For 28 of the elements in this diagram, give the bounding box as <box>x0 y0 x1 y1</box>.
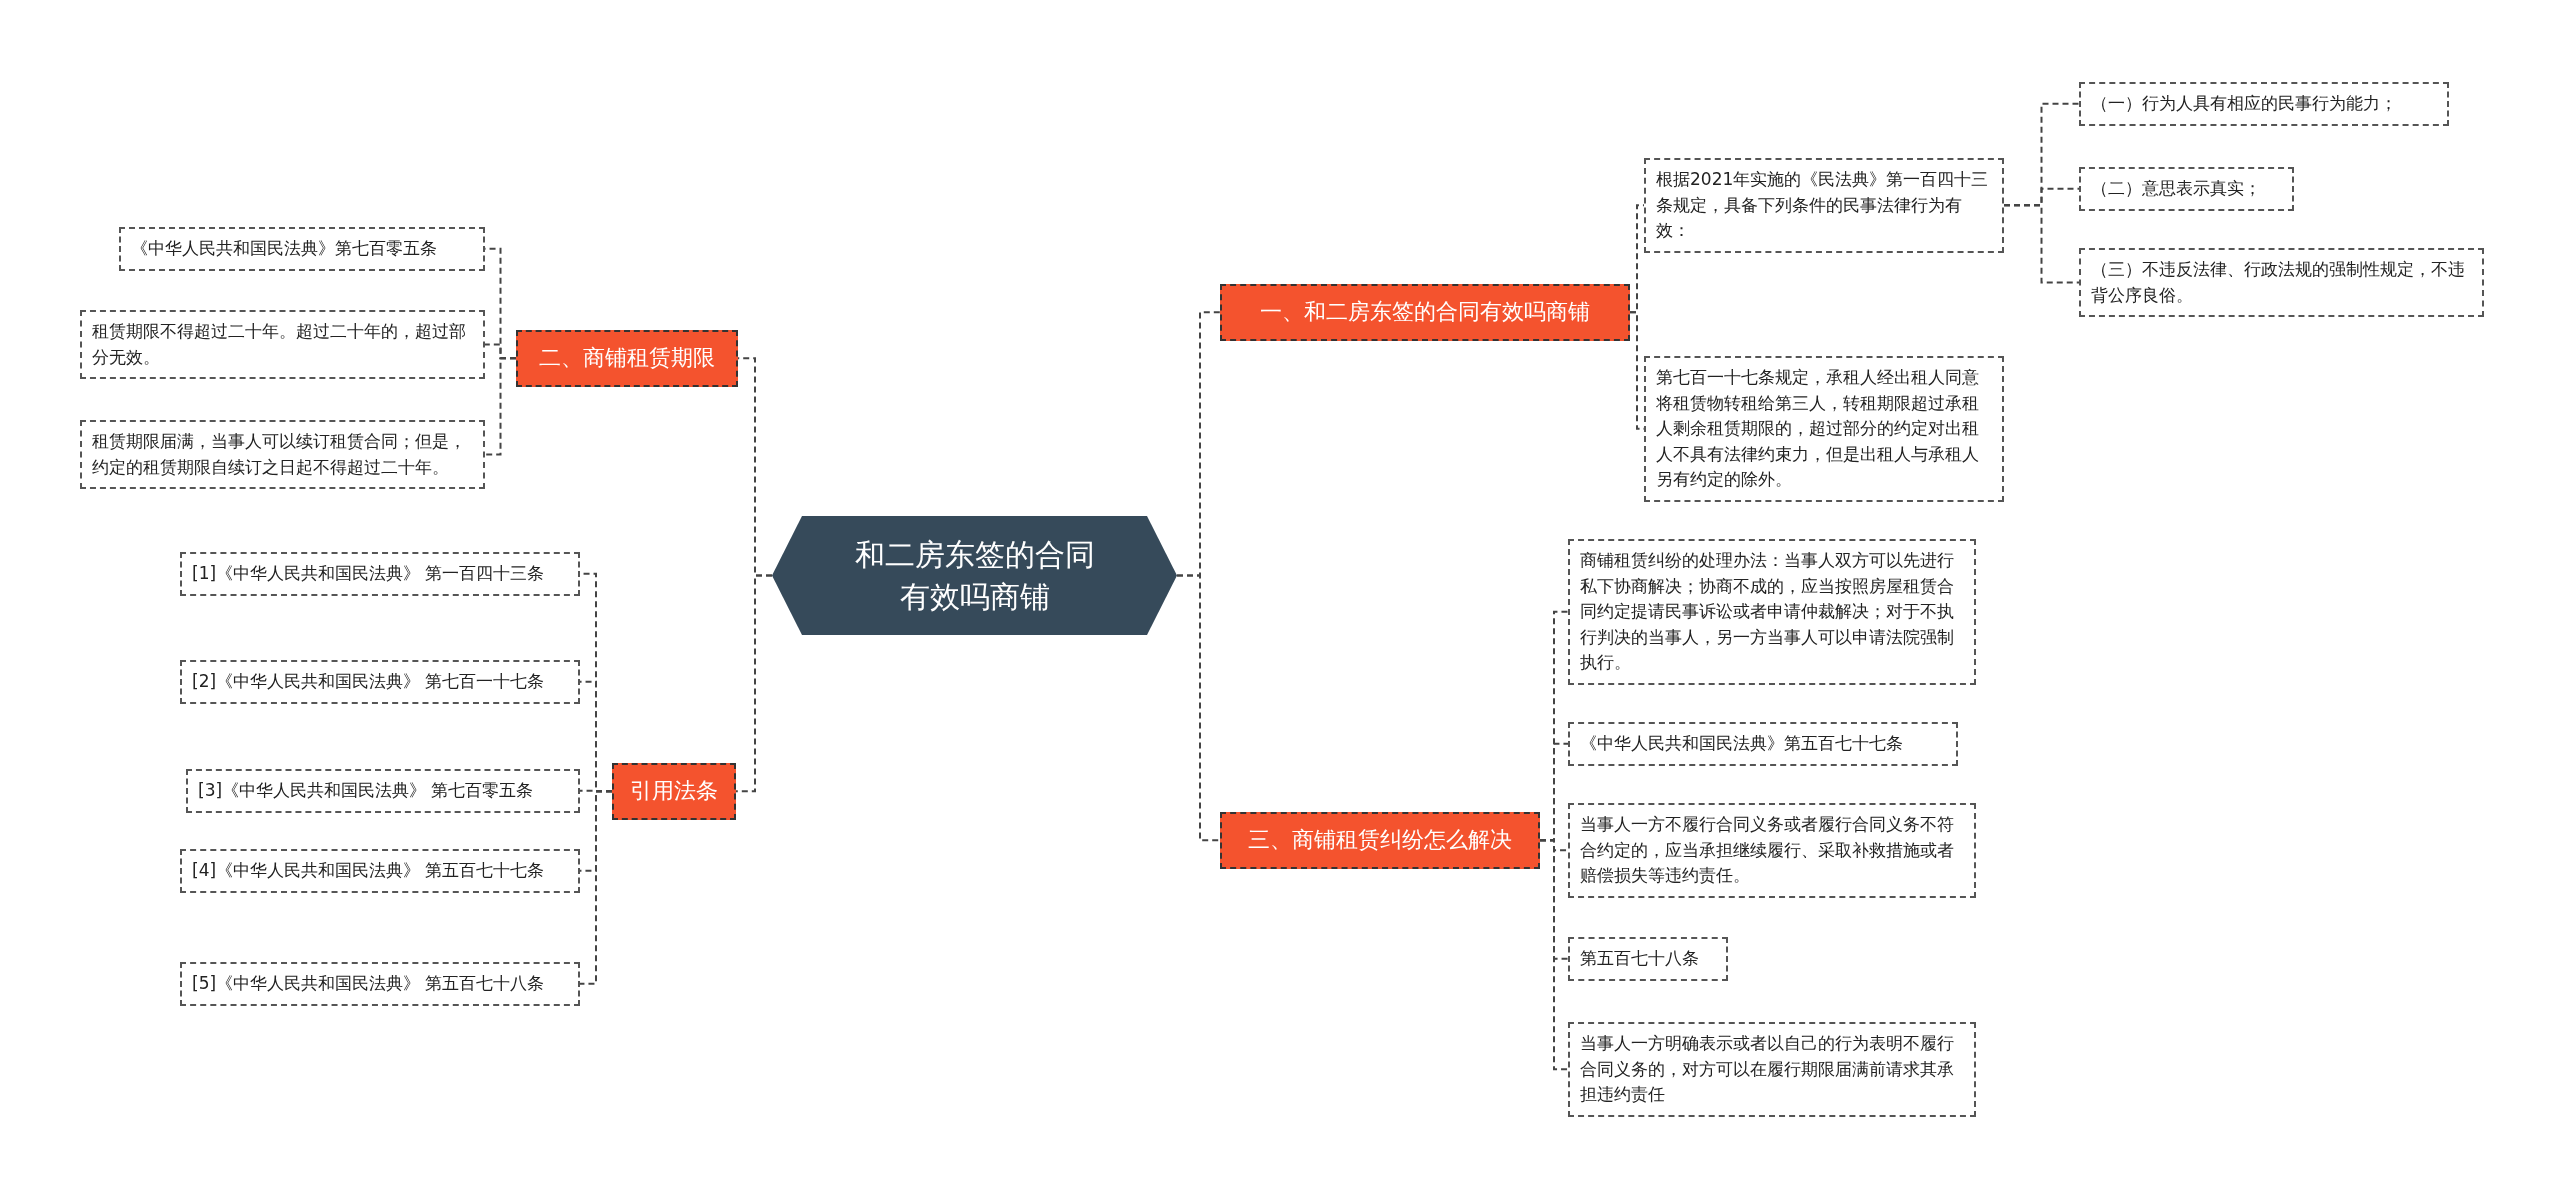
branch-topic-box: 三、商铺租赁纠纷怎么解决 <box>1220 812 1540 869</box>
topic-box: （三）不违反法律、行政法规的强制性规定，不违背公序良俗。 <box>2079 248 2484 317</box>
topic-box: [4]《中华人民共和国民法典》 第五百七十七条 <box>180 849 580 893</box>
topic-box: 第五百七十八条 <box>1568 937 1728 981</box>
topic-box: [1]《中华人民共和国民法典》 第一百四十三条 <box>180 552 580 596</box>
topic-box: 当事人一方不履行合同义务或者履行合同义务不符合约定的，应当承担继续履行、采取补救措施或者赔偿损失等违约责任。 <box>1568 803 1976 898</box>
branch-topic-box: 二、商铺租赁期限 <box>516 330 738 387</box>
topic-box: （一）行为人具有相应的民事行为能力； <box>2079 82 2449 126</box>
topic-box: 租赁期限届满，当事人可以续订租赁合同；但是，约定的租赁期限自续订之日起不得超过二十年。 <box>80 420 485 489</box>
topic-box: [3]《中华人民共和国民法典》 第七百零五条 <box>186 769 580 813</box>
topic-text: 和二房东签的合同有效吗商铺 <box>853 535 1096 616</box>
branch-topic-box: 引用法条 <box>612 763 736 820</box>
topic-box: 租赁期限不得超过二十年。超过二十年的，超过部分无效。 <box>80 310 485 379</box>
connector-line <box>484 357 517 456</box>
topic-box: 当事人一方明确表示或者以自己的行为表明不履行合同义务的，对方可以在履行期限届满前请求其承担违约责任 <box>1568 1022 1976 1117</box>
topic-box: [2]《中华人民共和国民法典》 第七百一十七条 <box>180 660 580 704</box>
topic-box: [5]《中华人民共和国民法典》 第五百七十八条 <box>180 962 580 1006</box>
topic-box: 《中华人民共和国民法典》第五百七十七条 <box>1568 722 1958 766</box>
connector-line <box>579 790 613 985</box>
connector-line <box>1176 574 1221 842</box>
topic-box: （二）意思表示真实； <box>2079 167 2294 211</box>
connector-line <box>1539 839 1569 1071</box>
topic-box: 《中华人民共和国民法典》第七百零五条 <box>119 227 485 271</box>
topic-box: 根据2021年实施的《民法典》第一百四十三条规定，具备下列条件的民事法律行为有效： <box>1644 158 2004 253</box>
connector-line <box>2003 204 2080 284</box>
branch-topic-box: 一、和二房东签的合同有效吗商铺 <box>1220 284 1630 341</box>
topic-box: 商铺租赁纠纷的处理办法：当事人双方可以先进行私下协商解决；协商不成的，应当按照房屋租赁合同约定提请民事诉讼或者申请仲裁解决；对于不执行判决的当事人，另一方当事人可以申请法院强制执行。 <box>1568 539 1976 685</box>
topic-box: 第七百一十七条规定，承租人经出租人同意将租赁物转租给第三人，转租期限超过承租人剩余租赁期限的，超过部分的约定对出租人不具有法律约束力，但是出租人与承租人另有约定的除外。 <box>1644 356 2004 502</box>
